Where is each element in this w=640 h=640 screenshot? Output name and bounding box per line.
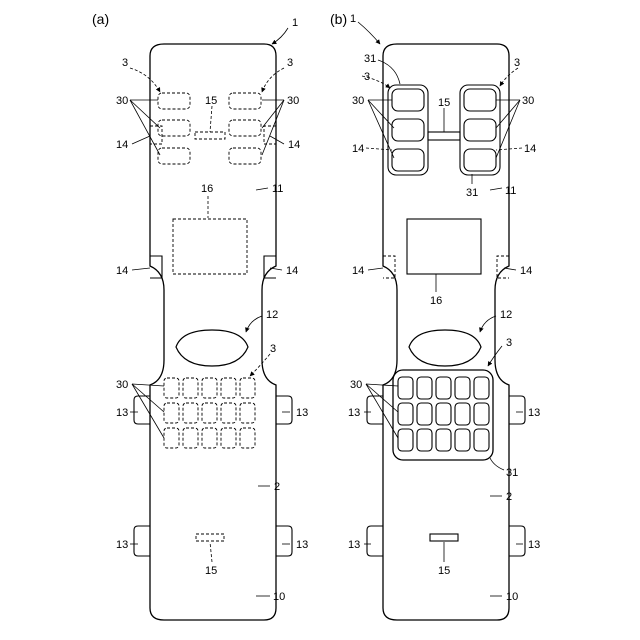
- reference-numeral: 14: [524, 143, 536, 155]
- pad-upper-a: [195, 132, 225, 139]
- lower-keys-b: [398, 377, 489, 451]
- reference-numeral: 2: [506, 491, 512, 503]
- reference-numeral: 3: [287, 57, 293, 69]
- reference-numeral: 3: [122, 57, 128, 69]
- reference-numeral: 13: [116, 539, 128, 551]
- reference-numeral: 3: [514, 57, 520, 69]
- reference-numeral: 14: [288, 139, 300, 151]
- side-keys-upper-a: [150, 126, 276, 144]
- reference-numeral: 16: [201, 183, 213, 195]
- hinge-b: [409, 330, 481, 366]
- panel-a-label: (a): [92, 11, 109, 27]
- reference-numeral: 13: [116, 407, 128, 419]
- reference-numeral: 10: [506, 591, 518, 603]
- reference-numeral: 11: [505, 185, 516, 197]
- key-frame-left-b: [388, 85, 428, 175]
- panel-b: (b): [330, 11, 540, 620]
- side-keys-lower-a: [134, 396, 292, 556]
- pad-lower-b: [430, 534, 458, 541]
- key-frame-right-b: [460, 85, 500, 175]
- reference-numeral: 3: [270, 343, 276, 355]
- reference-numeral: 13: [296, 407, 308, 419]
- reference-numeral: 13: [348, 407, 360, 419]
- reference-numeral: 1: [350, 13, 356, 25]
- reference-numeral: 14: [352, 265, 364, 277]
- reference-numeral: 12: [500, 309, 512, 321]
- reference-numeral: 3: [506, 337, 512, 349]
- hinge-a: [176, 330, 248, 366]
- reference-numeral: 14: [352, 143, 364, 155]
- reference-numeral: 10: [273, 591, 285, 603]
- key-frame-lower-b: [393, 370, 493, 460]
- reference-numeral: 14: [116, 139, 128, 151]
- panel-b-label: (b): [330, 11, 347, 27]
- numerals-b: 1 31 3 3 30 30 15 14 14 31 11 14 14 16 1…: [348, 13, 540, 603]
- side-keys-upper-b: [383, 256, 509, 278]
- pad-lower-a: [196, 534, 224, 541]
- reference-numeral: 16: [430, 295, 442, 307]
- reference-numeral: 13: [528, 407, 540, 419]
- reference-numeral: 14: [520, 265, 532, 277]
- lower-keys-a: [164, 378, 255, 448]
- display-b: [407, 219, 481, 274]
- numerals-a: 1 3 3 30 30 15 14 14 16 11 14 14 12 3 30…: [116, 17, 308, 603]
- reference-numeral: 15: [205, 565, 217, 577]
- reference-numeral: 31: [466, 187, 478, 199]
- reference-numeral: 3: [364, 71, 370, 83]
- reference-numeral: 13: [528, 539, 540, 551]
- reference-numeral: 11: [272, 183, 283, 195]
- reference-numeral: 15: [438, 97, 450, 109]
- reference-numeral: 30: [350, 379, 362, 391]
- reference-numeral: 31: [364, 53, 376, 65]
- panel-a: (a): [92, 11, 308, 620]
- reference-numeral: 12: [266, 309, 278, 321]
- reference-numeral: 2: [274, 481, 280, 493]
- display-a: [173, 219, 247, 274]
- side-keys-mid-a: [150, 256, 276, 278]
- reference-numeral: 14: [286, 265, 298, 277]
- reference-numeral: 15: [438, 565, 450, 577]
- reference-numeral: 13: [296, 539, 308, 551]
- reference-numeral: 30: [352, 95, 364, 107]
- reference-numeral: 30: [116, 379, 128, 391]
- reference-numeral: 30: [287, 95, 299, 107]
- side-keys-lower-b: [367, 396, 525, 556]
- reference-numeral: 13: [348, 539, 360, 551]
- pad-upper-b: [428, 132, 460, 140]
- reference-numeral: 30: [522, 95, 534, 107]
- reference-numeral: 14: [116, 265, 128, 277]
- reference-numeral: 30: [116, 95, 128, 107]
- reference-numeral: 31: [506, 467, 518, 479]
- reference-numeral: 15: [205, 95, 217, 107]
- reference-numeral: 1: [292, 17, 298, 29]
